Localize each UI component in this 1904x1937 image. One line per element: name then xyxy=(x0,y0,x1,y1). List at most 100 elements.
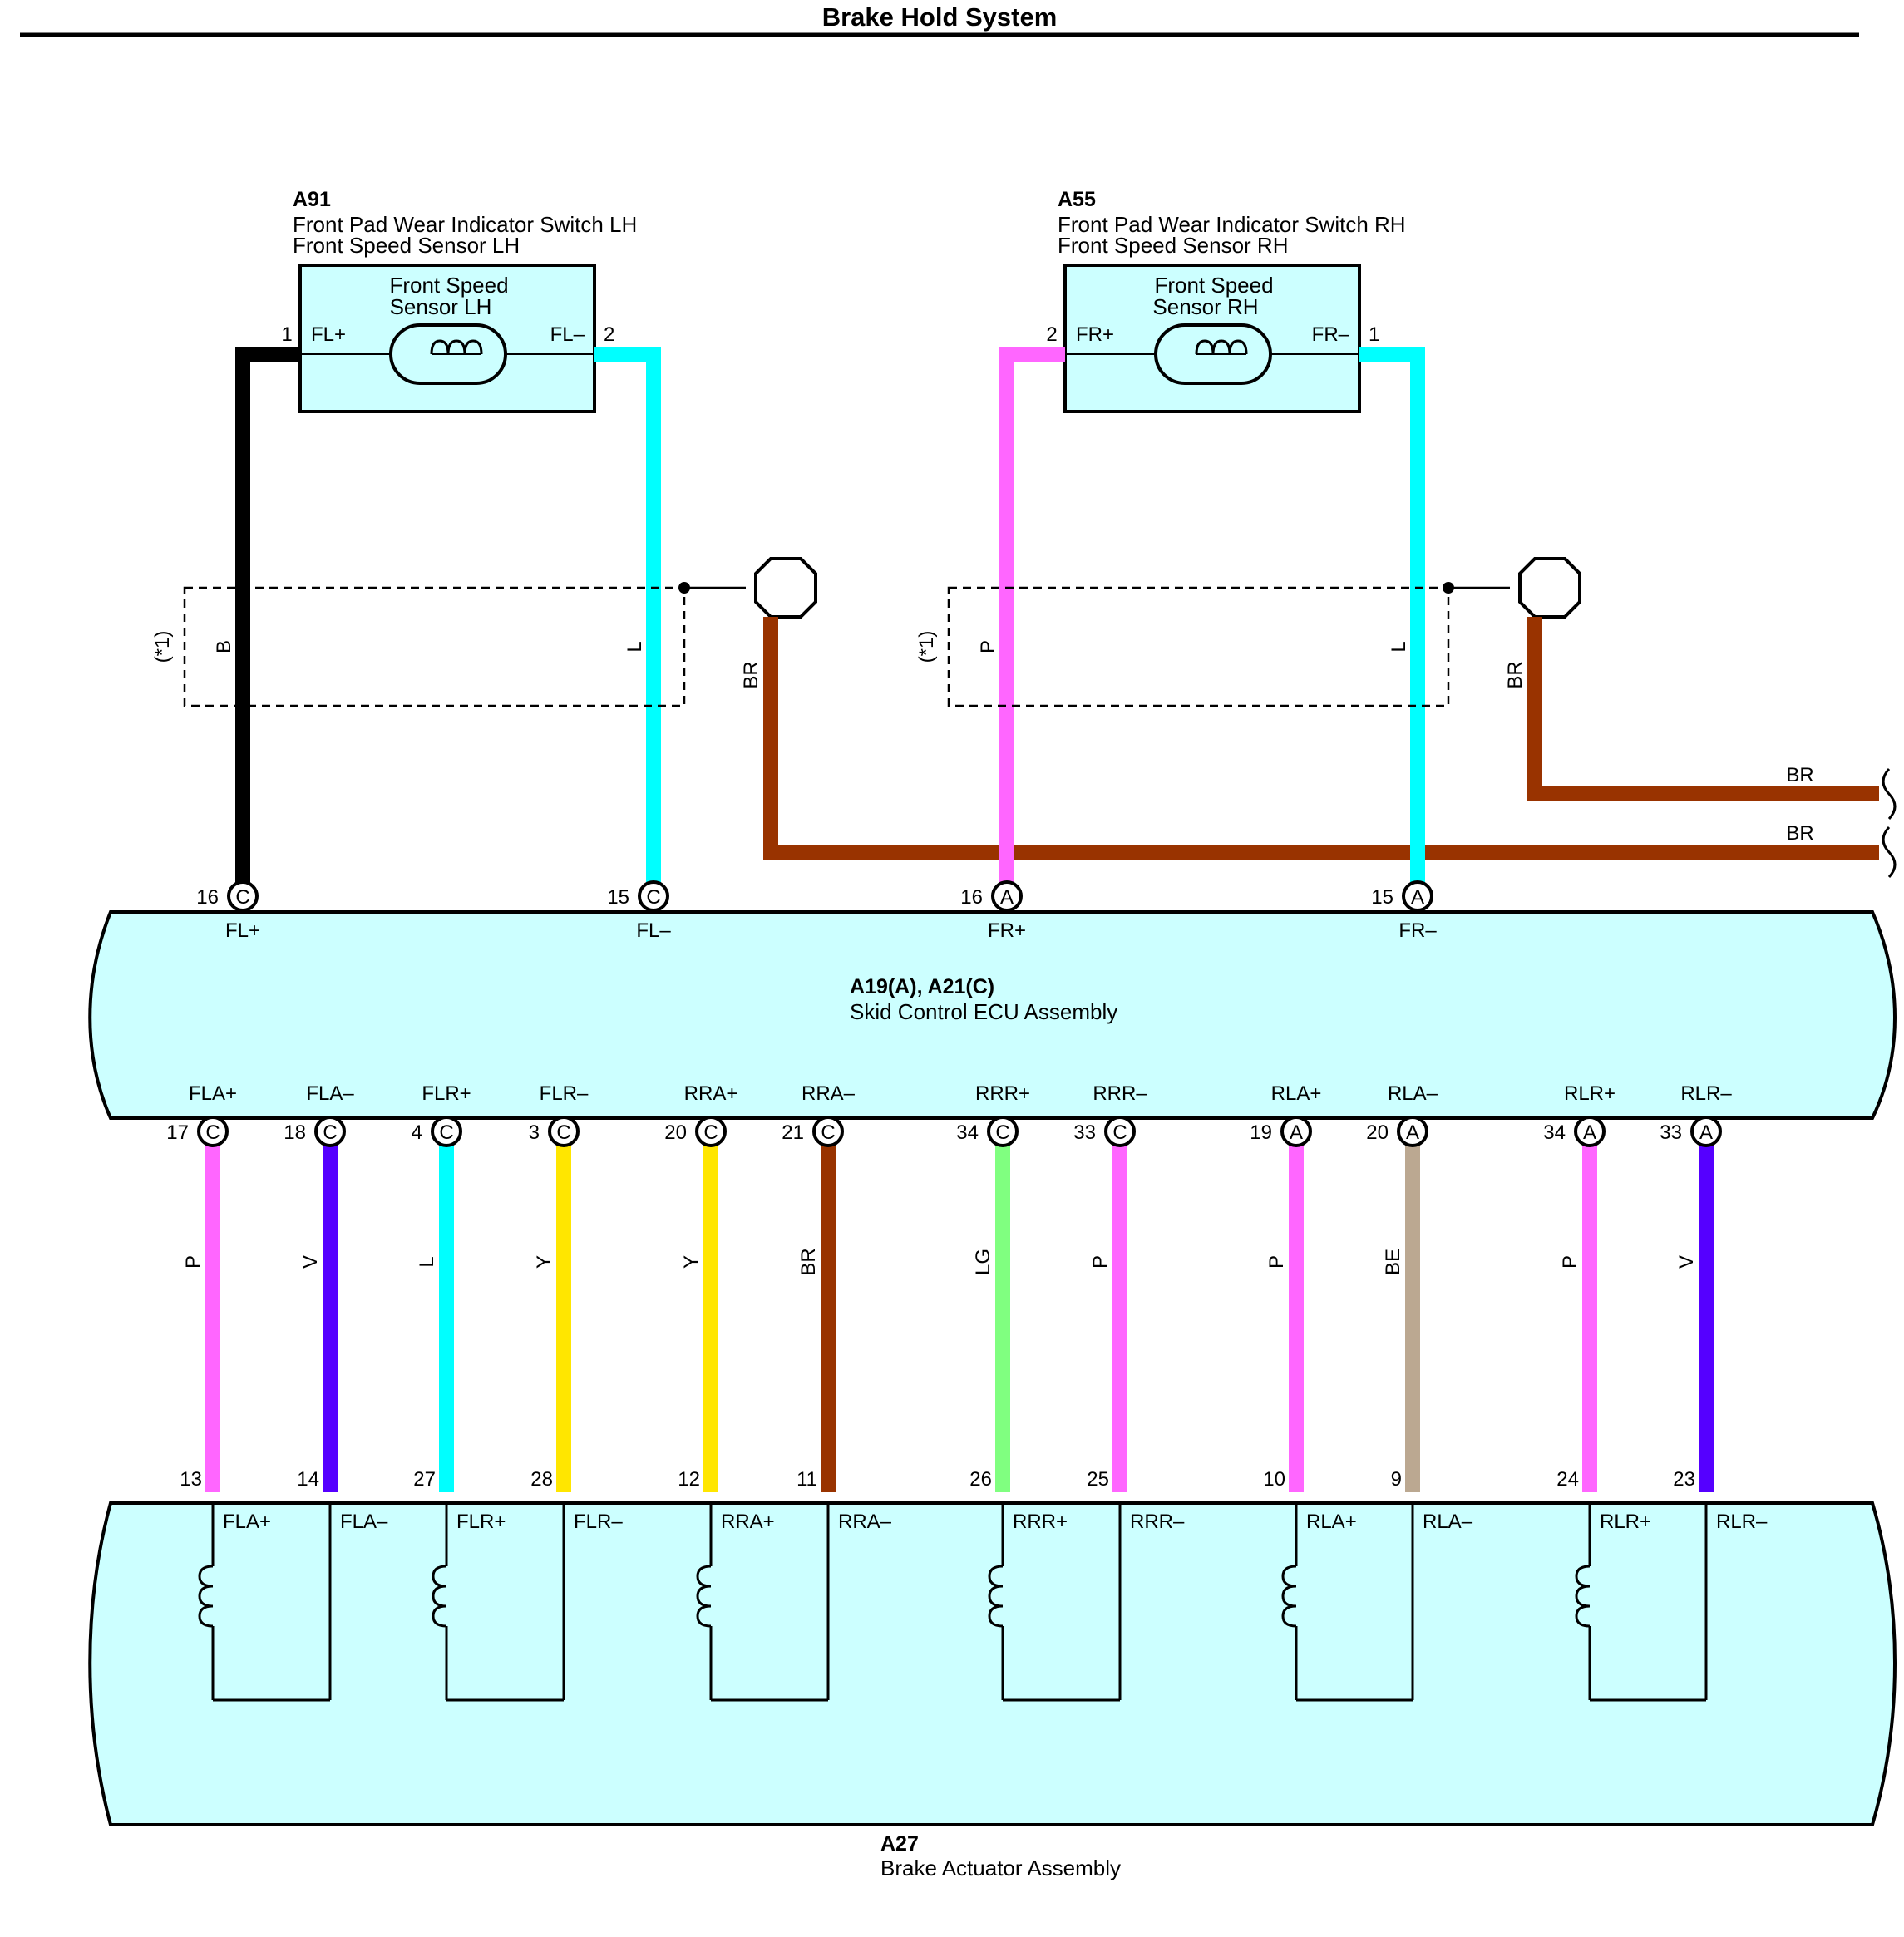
ecu-top-pin-fl-minus: C 15 FL– xyxy=(607,880,671,942)
sensor-rh-line2: Front Speed Sensor RH xyxy=(1058,233,1288,258)
actuator-pin-number: 10 xyxy=(1263,1468,1285,1491)
sensor-rh-pin-left-name: FR+ xyxy=(1076,323,1114,346)
sensor-rh: A55 Front Pad Wear Indicator Switch RH F… xyxy=(915,188,1581,892)
coil-gap xyxy=(708,1566,714,1626)
wire-color-label: P xyxy=(1265,1255,1288,1269)
coil-gap xyxy=(210,1566,216,1626)
actuator-pin-number: 28 xyxy=(530,1468,553,1491)
pin-name: RRA+ xyxy=(684,1082,738,1105)
sensor-rh-pin-left-num: 2 xyxy=(1046,323,1057,346)
connector-letter: C xyxy=(323,1121,337,1144)
wire-lh-b-label: B xyxy=(213,640,235,653)
pin-number: 34 xyxy=(956,1121,979,1144)
wire-color-label: P xyxy=(182,1255,205,1269)
connector-letter: C xyxy=(1112,1121,1127,1144)
ground-wire-rh-label: BR xyxy=(1504,661,1527,688)
ecu-bottom-pin-1 xyxy=(197,1116,229,1147)
ecu-bottom-pin-9 xyxy=(1280,1116,1312,1147)
actuator-pin-name: FLR+ xyxy=(456,1511,506,1533)
actuator-pin-number: 24 xyxy=(1556,1468,1579,1491)
ecu-top-pin-fr-plus: A 16 FR+ xyxy=(960,880,1026,942)
sensor-lh-code: A91 xyxy=(293,188,331,211)
actuator-body xyxy=(88,1501,1897,1826)
wire-color-label: BE xyxy=(1382,1249,1404,1275)
solenoid-coil-icon xyxy=(1281,1565,1297,1628)
ecu-bottom-pin-2 xyxy=(314,1116,346,1147)
sensor-rh-line1: Front Pad Wear Indicator Switch RH xyxy=(1058,212,1406,237)
ground-point-icon xyxy=(754,557,817,619)
ground-wire-label-upper: BR xyxy=(1786,764,1813,786)
connector-letter: C xyxy=(646,886,660,909)
actuator-pin-name: RLA– xyxy=(1423,1511,1473,1533)
actuator-pin-name: FLA– xyxy=(340,1511,388,1533)
pin-number: 20 xyxy=(664,1121,687,1144)
sensor-lh-pin-right-num: 2 xyxy=(604,323,614,346)
sensor-rh-inner1: Front Speed xyxy=(1154,273,1273,298)
pin-number: 34 xyxy=(1543,1121,1566,1144)
pin-name: RLA+ xyxy=(1271,1082,1322,1105)
sensor-rh-inner2: Sensor RH xyxy=(1152,294,1258,319)
coil-icon xyxy=(1195,339,1248,355)
sensor-rh-code: A55 xyxy=(1058,188,1096,211)
solenoid-coil-icon xyxy=(1575,1565,1591,1628)
wire-color-label: BR xyxy=(797,1248,820,1275)
shield-rh-note: (*1) xyxy=(915,631,938,663)
connector-letter: A xyxy=(1290,1121,1303,1144)
shield-rh xyxy=(947,586,1450,707)
ground-wire-lh xyxy=(763,617,1879,860)
continuation-mark xyxy=(1882,826,1897,879)
connector-letter: A xyxy=(1583,1121,1596,1144)
connector-letter: C xyxy=(703,1121,718,1144)
ecu-top-pin-fr-minus: A 15 FR– xyxy=(1371,880,1437,942)
pin-number: 16 xyxy=(196,886,219,909)
pin-name: RLR+ xyxy=(1564,1082,1615,1105)
connector-letter: C xyxy=(235,886,249,909)
actuator-pin-name: RRA– xyxy=(838,1511,892,1533)
connector-letter: C xyxy=(439,1121,453,1144)
pin-number: 16 xyxy=(960,886,983,909)
pin-number: 20 xyxy=(1366,1121,1389,1144)
pin-name: FR– xyxy=(1398,919,1437,942)
wire-rh-p-label: P xyxy=(977,640,999,653)
ecu-bottom-pin-8 xyxy=(1104,1116,1136,1147)
wire-lh-l-label: L xyxy=(624,641,646,652)
wire-color-label: LG xyxy=(972,1249,994,1275)
sensor-rh-pin-right-name: FR– xyxy=(1312,323,1350,346)
connector-letter: A xyxy=(1699,1121,1713,1144)
sensor-lh-line1: Front Pad Wear Indicator Switch LH xyxy=(293,212,637,237)
actuator-pin-name: RLR– xyxy=(1716,1511,1768,1533)
shield-lh xyxy=(183,586,686,707)
ecu-bottom-pin-4 xyxy=(548,1116,580,1147)
actuator-name: Brake Actuator Assembly xyxy=(880,1856,1121,1880)
actuator-pin-number: 26 xyxy=(969,1468,992,1491)
sensor-lh-pin-right-name: FL– xyxy=(550,323,585,346)
wire-color-label: P xyxy=(1089,1255,1112,1269)
ecu-name: Skid Control ECU Assembly xyxy=(850,999,1117,1024)
wire-rh-p xyxy=(999,347,1065,892)
actuator-pin-name: FLR– xyxy=(574,1511,623,1533)
pin-name: RRR+ xyxy=(975,1082,1030,1105)
ground-wire-lh-label: BR xyxy=(740,661,762,688)
actuator-pin-number: 11 xyxy=(797,1468,817,1491)
wire-rh-l xyxy=(1359,347,1425,892)
shield-lh-note: (*1) xyxy=(151,631,174,663)
actuator-pin-number: 14 xyxy=(297,1468,319,1491)
solenoid-coil-icon xyxy=(198,1565,214,1628)
wire-color-label: V xyxy=(1675,1255,1698,1269)
sensor-lh: A91 Front Pad Wear Indicator Switch LH F… xyxy=(151,188,817,892)
wire-rh-l-label: L xyxy=(1388,641,1410,652)
ground-wire-label-lower: BR xyxy=(1786,822,1813,845)
connector-letter: A xyxy=(1411,886,1424,909)
ecu-bottom-pin-11 xyxy=(1574,1116,1606,1147)
ground-wire-rh xyxy=(1527,617,1879,801)
connector-letter: A xyxy=(1406,1121,1419,1144)
actuator-pin-name: FLA+ xyxy=(223,1511,271,1533)
actuator-pin-number: 12 xyxy=(678,1468,700,1491)
coil-gap xyxy=(999,1566,1006,1626)
actuator-pin-name: RLA+ xyxy=(1306,1511,1357,1533)
ecu-bottom-pin-10 xyxy=(1397,1116,1428,1147)
actuator-pin-name: RLR+ xyxy=(1600,1511,1651,1533)
actuator-code: A27 xyxy=(880,1832,919,1856)
ecu-bottom-pin-3 xyxy=(431,1116,462,1147)
